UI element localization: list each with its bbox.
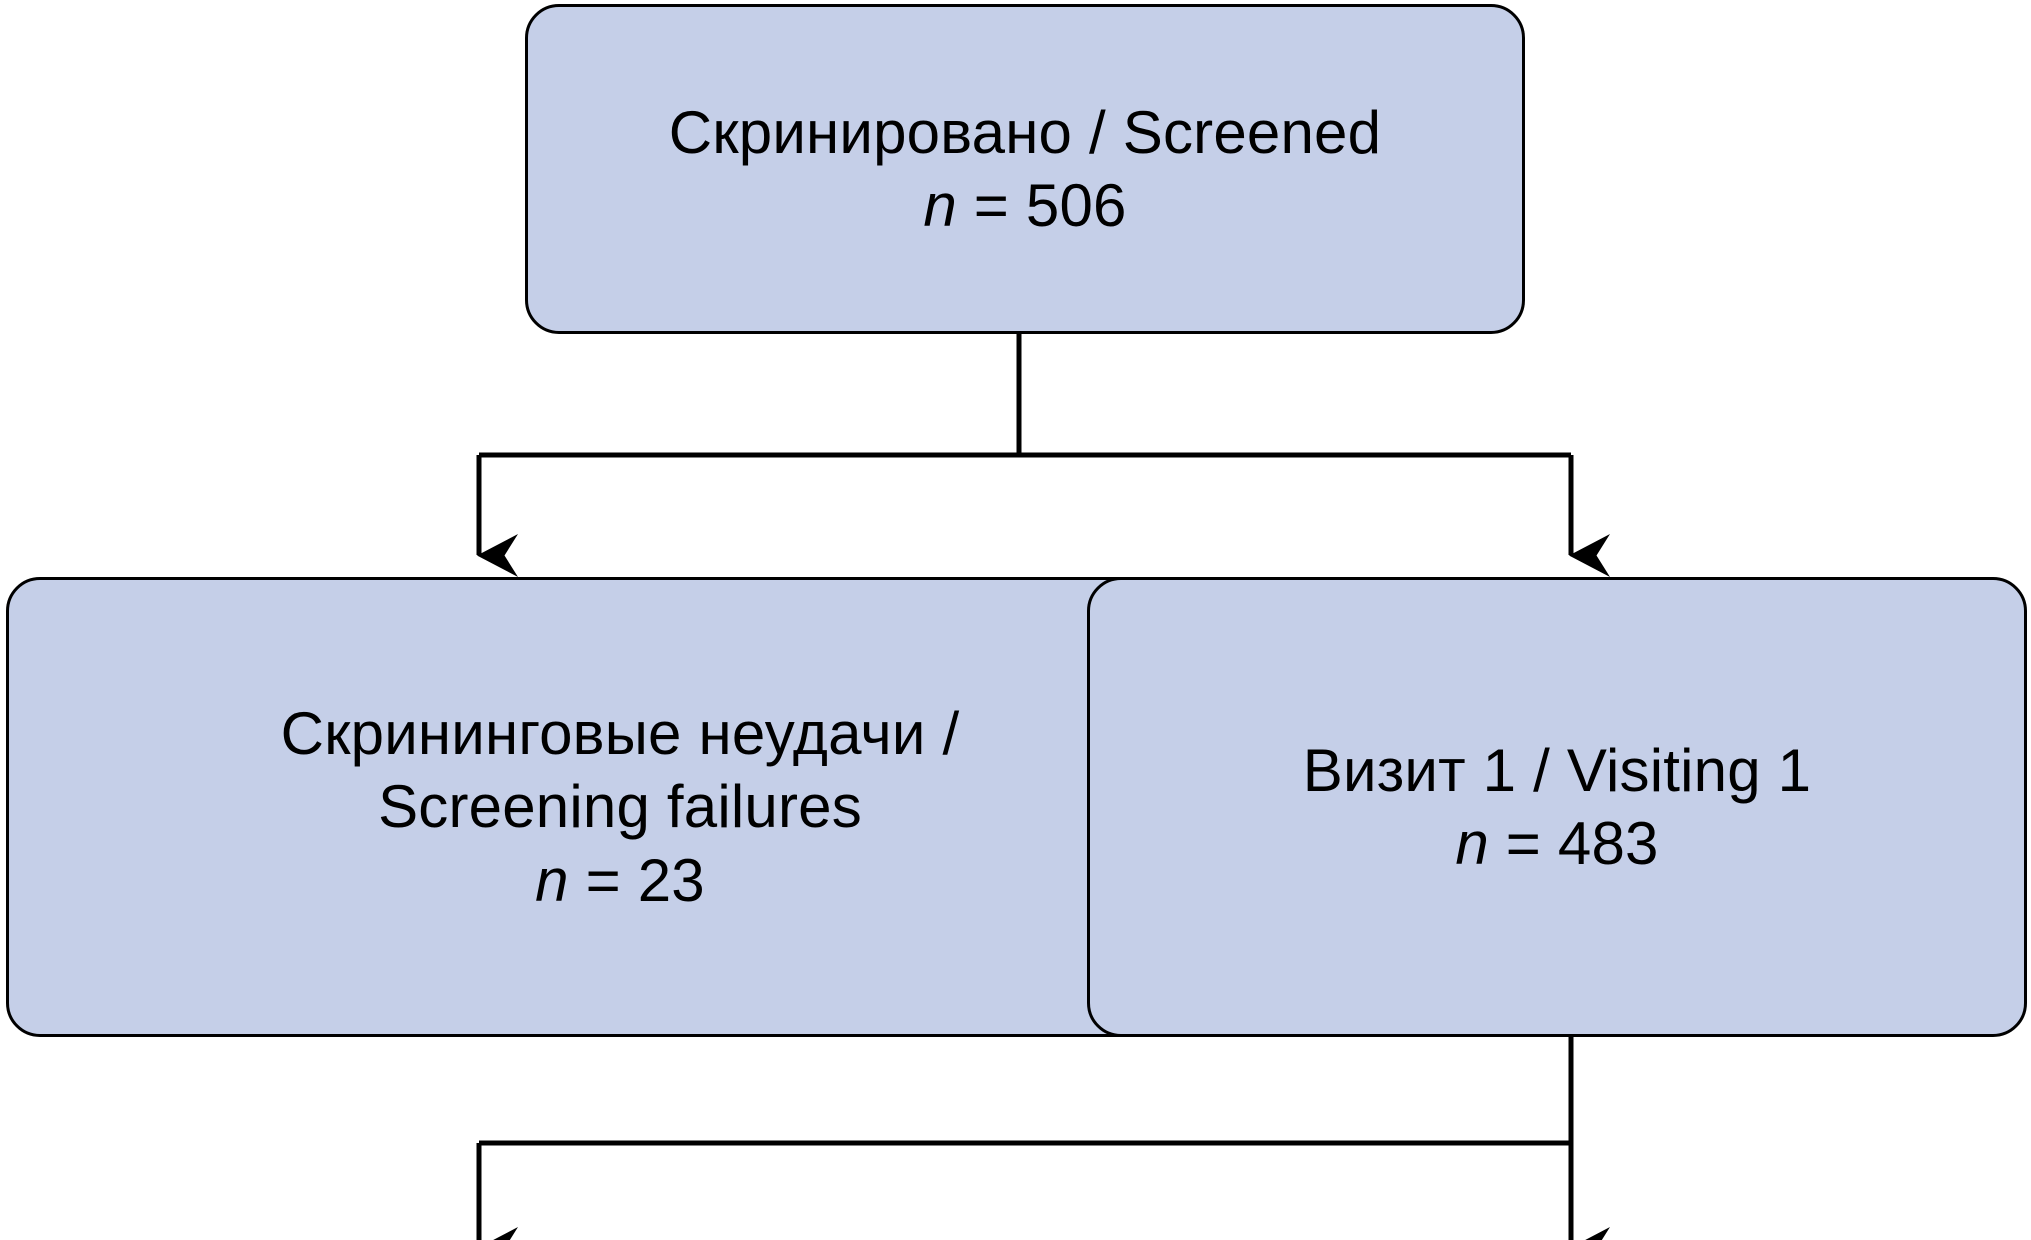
node-screened-count-equals: = — [956, 172, 1026, 239]
node-screened[interactable]: Скринировано / Screened n = 506 — [525, 4, 1525, 334]
node-screened-count-prefix: n — [923, 172, 957, 239]
node-screened-count: n = 506 — [923, 169, 1126, 242]
node-screening-failures-label-ru: Скрининговые неудачи / — [280, 700, 960, 768]
node-visit-1[interactable]: Визит 1 / Visiting 1 n = 483 — [1087, 577, 2027, 1037]
node-visit-1-count-equals: = — [1488, 810, 1558, 877]
node-screening-failures-count: n = 23 — [535, 844, 705, 917]
node-visit-1-count-prefix: n — [1455, 810, 1489, 877]
edge-visit1-split — [479, 1037, 1574, 1146]
node-screening-failures[interactable]: Скрининговые неудачи / Screening failure… — [6, 577, 1234, 1037]
node-screening-failures-count-equals: = — [568, 846, 638, 914]
node-screened-count-value: 506 — [1025, 172, 1127, 239]
node-visit-1-label: Визит 1 / Visiting 1 — [1302, 736, 1812, 804]
node-screening-failures-label-en: Screening failures — [378, 773, 862, 841]
node-screened-label: Скринировано / Screened — [668, 98, 1382, 166]
node-screening-failures-count-prefix: n — [535, 846, 569, 914]
node-visit-1-count-value: 483 — [1557, 810, 1659, 877]
edge-screened-split — [479, 334, 1571, 458]
node-visit-1-count: n = 483 — [1455, 807, 1658, 880]
node-screening-failures-count-value: 23 — [637, 846, 705, 914]
